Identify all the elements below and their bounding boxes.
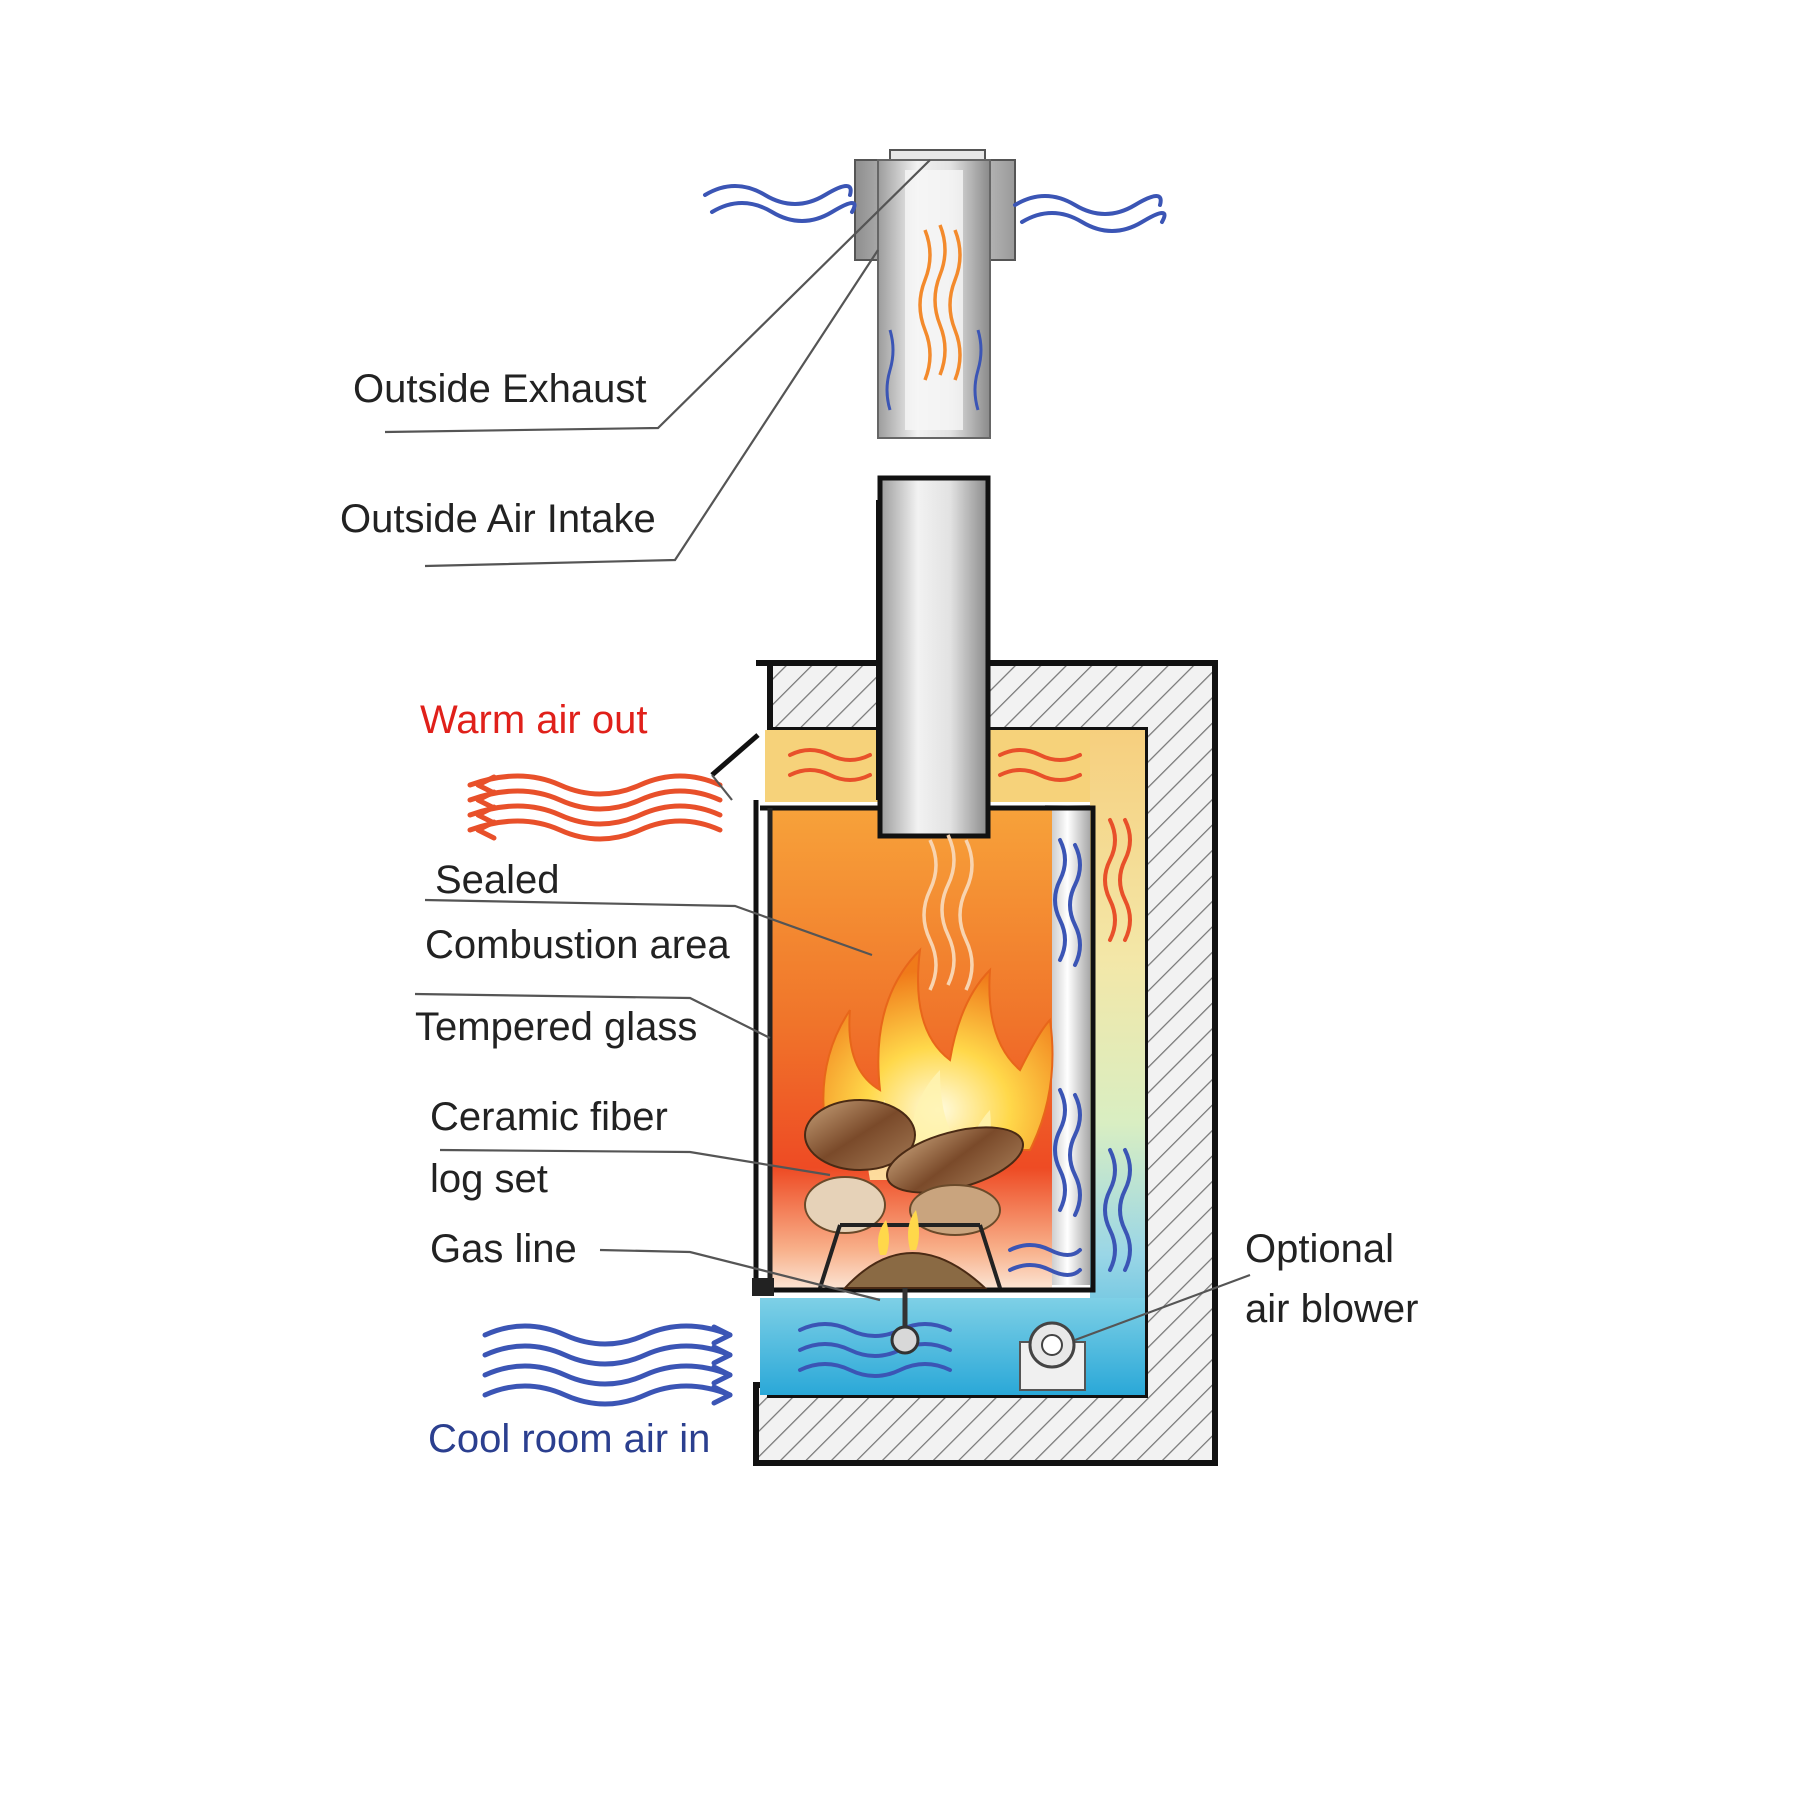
leader-log-set [439, 1148, 831, 1177]
label-tempered-glass: Tempered glass [415, 1005, 697, 1049]
label-combustion-area: Combustion area [425, 923, 730, 967]
leader-warm-air-out [711, 774, 733, 801]
label-ceramic-fiber: Ceramic fiber [430, 1095, 668, 1139]
burner-flames [878, 1210, 919, 1255]
firebox-enclosure [710, 475, 1218, 1466]
label-optional: Optional [1245, 1227, 1394, 1271]
side-duct-warm-flow [1103, 818, 1132, 942]
leader-gas-line [599, 1248, 881, 1302]
leader-tempered-glass [414, 992, 771, 1039]
warm-air-out-arrows [467, 773, 723, 842]
exhaust-heat-waves [918, 224, 962, 381]
leader-combustion-area [424, 898, 873, 957]
label-air-blower: air blower [1245, 1287, 1418, 1331]
leader-air-blower [1074, 1273, 1251, 1342]
label-cool-room-air-in: Cool room air in [428, 1417, 710, 1461]
bottom-duct-flow [798, 1243, 1082, 1378]
labels: Outside Exhaust Outside Air Intake Warm … [340, 367, 1418, 1461]
label-sealed: Sealed [435, 858, 560, 902]
exhaust-cap [703, 149, 1167, 439]
label-gas-line: Gas line [430, 1227, 577, 1271]
cool-air-in-arrows [482, 1323, 733, 1407]
grate-and-burner [818, 1210, 1002, 1289]
gas-line-valve [890, 1288, 920, 1355]
side-duct [1090, 730, 1145, 1385]
gas-entry-bracket [752, 1278, 774, 1296]
leader-lines [384, 159, 1251, 1342]
air-blower [1019, 1321, 1086, 1391]
warm-outlet-lip [710, 733, 760, 777]
top-duct-warm-flow [788, 748, 1082, 782]
leader-outside-exhaust [384, 159, 931, 434]
label-log-set: log set [430, 1157, 548, 1201]
lower-pipe [877, 475, 991, 839]
label-outside-air-intake: Outside Air Intake [340, 497, 656, 541]
top-left-air-flow [703, 184, 857, 223]
label-warm-air-out: Warm air out [420, 698, 647, 742]
intake-arrows-in-pipe [885, 329, 983, 411]
leader-outside-air-intake [424, 249, 879, 568]
rising-heat-waves [922, 834, 974, 991]
side-duct-cool-flow [1053, 838, 1132, 1272]
label-outside-exhaust: Outside Exhaust [353, 367, 647, 411]
log-set [804, 1099, 1025, 1236]
top-right-air-flow [1013, 194, 1167, 233]
